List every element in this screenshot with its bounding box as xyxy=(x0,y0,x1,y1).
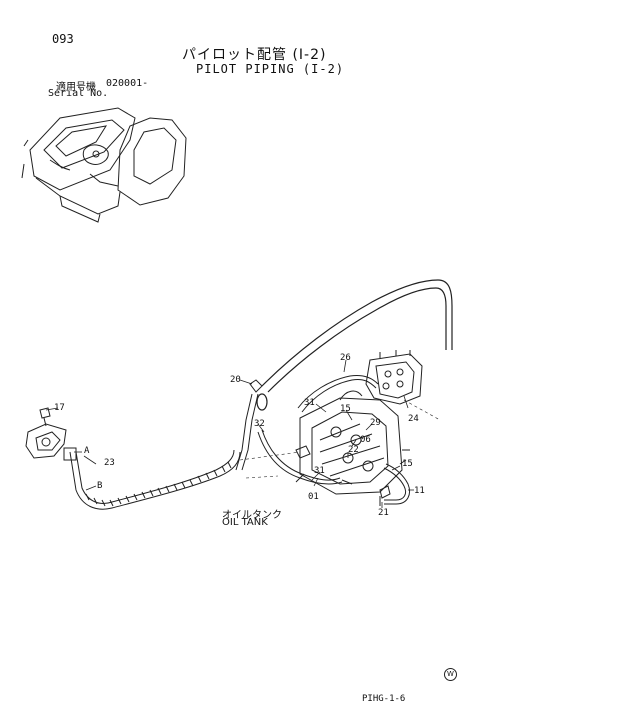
callout-31-upper: 31 xyxy=(304,398,315,408)
leader-lines xyxy=(45,359,414,508)
hose-32-01 xyxy=(257,429,353,485)
w-mark-icon: W xyxy=(444,668,457,681)
oil-tank-label-jp: オイルタンク xyxy=(222,510,282,521)
callout-06: 06 xyxy=(360,435,371,445)
hose-23 xyxy=(69,449,241,510)
callout-17: 17 xyxy=(54,403,65,413)
page-title-jp: パイロット配管 (I-2) xyxy=(182,47,327,63)
callout-32: 32 xyxy=(254,419,265,429)
callout-01: 01 xyxy=(308,492,319,502)
callout-21: 21 xyxy=(378,508,389,518)
callout-24: 24 xyxy=(408,414,419,424)
control-valve xyxy=(295,390,410,495)
callout-29: 29 xyxy=(370,418,381,428)
pilot-valve-block xyxy=(365,350,423,405)
figure-code: PIHG-1-6 xyxy=(362,694,406,704)
serial-label-jp: 適用号機 xyxy=(56,82,96,93)
callout-23: 23 xyxy=(104,458,115,468)
callout-a: A xyxy=(84,446,90,456)
callout-22: 22 xyxy=(348,445,359,455)
reference-lines xyxy=(239,399,441,479)
serial-value: 020001- xyxy=(106,78,149,89)
serial-label-en: Serial No. xyxy=(48,88,109,99)
machine-overview-sketch xyxy=(21,107,187,223)
callout-11: 11 xyxy=(414,486,425,496)
callout-31-lower: 31 xyxy=(314,466,325,476)
callout-15-lower: 15 xyxy=(402,459,413,469)
oil-tank-label-en: OIL TANK xyxy=(222,517,268,528)
return-pipe xyxy=(256,279,453,411)
page-title-en: PILOT PIPING (I-2) xyxy=(196,62,345,76)
callout-26: 26 xyxy=(340,353,351,363)
callout-b: B xyxy=(97,481,103,491)
callout-15-upper: 15 xyxy=(340,404,351,414)
page-number: 093 xyxy=(52,32,74,46)
hose-26 xyxy=(297,375,379,413)
oil-tank-fitting xyxy=(25,407,77,461)
callout-20: 20 xyxy=(230,375,241,385)
